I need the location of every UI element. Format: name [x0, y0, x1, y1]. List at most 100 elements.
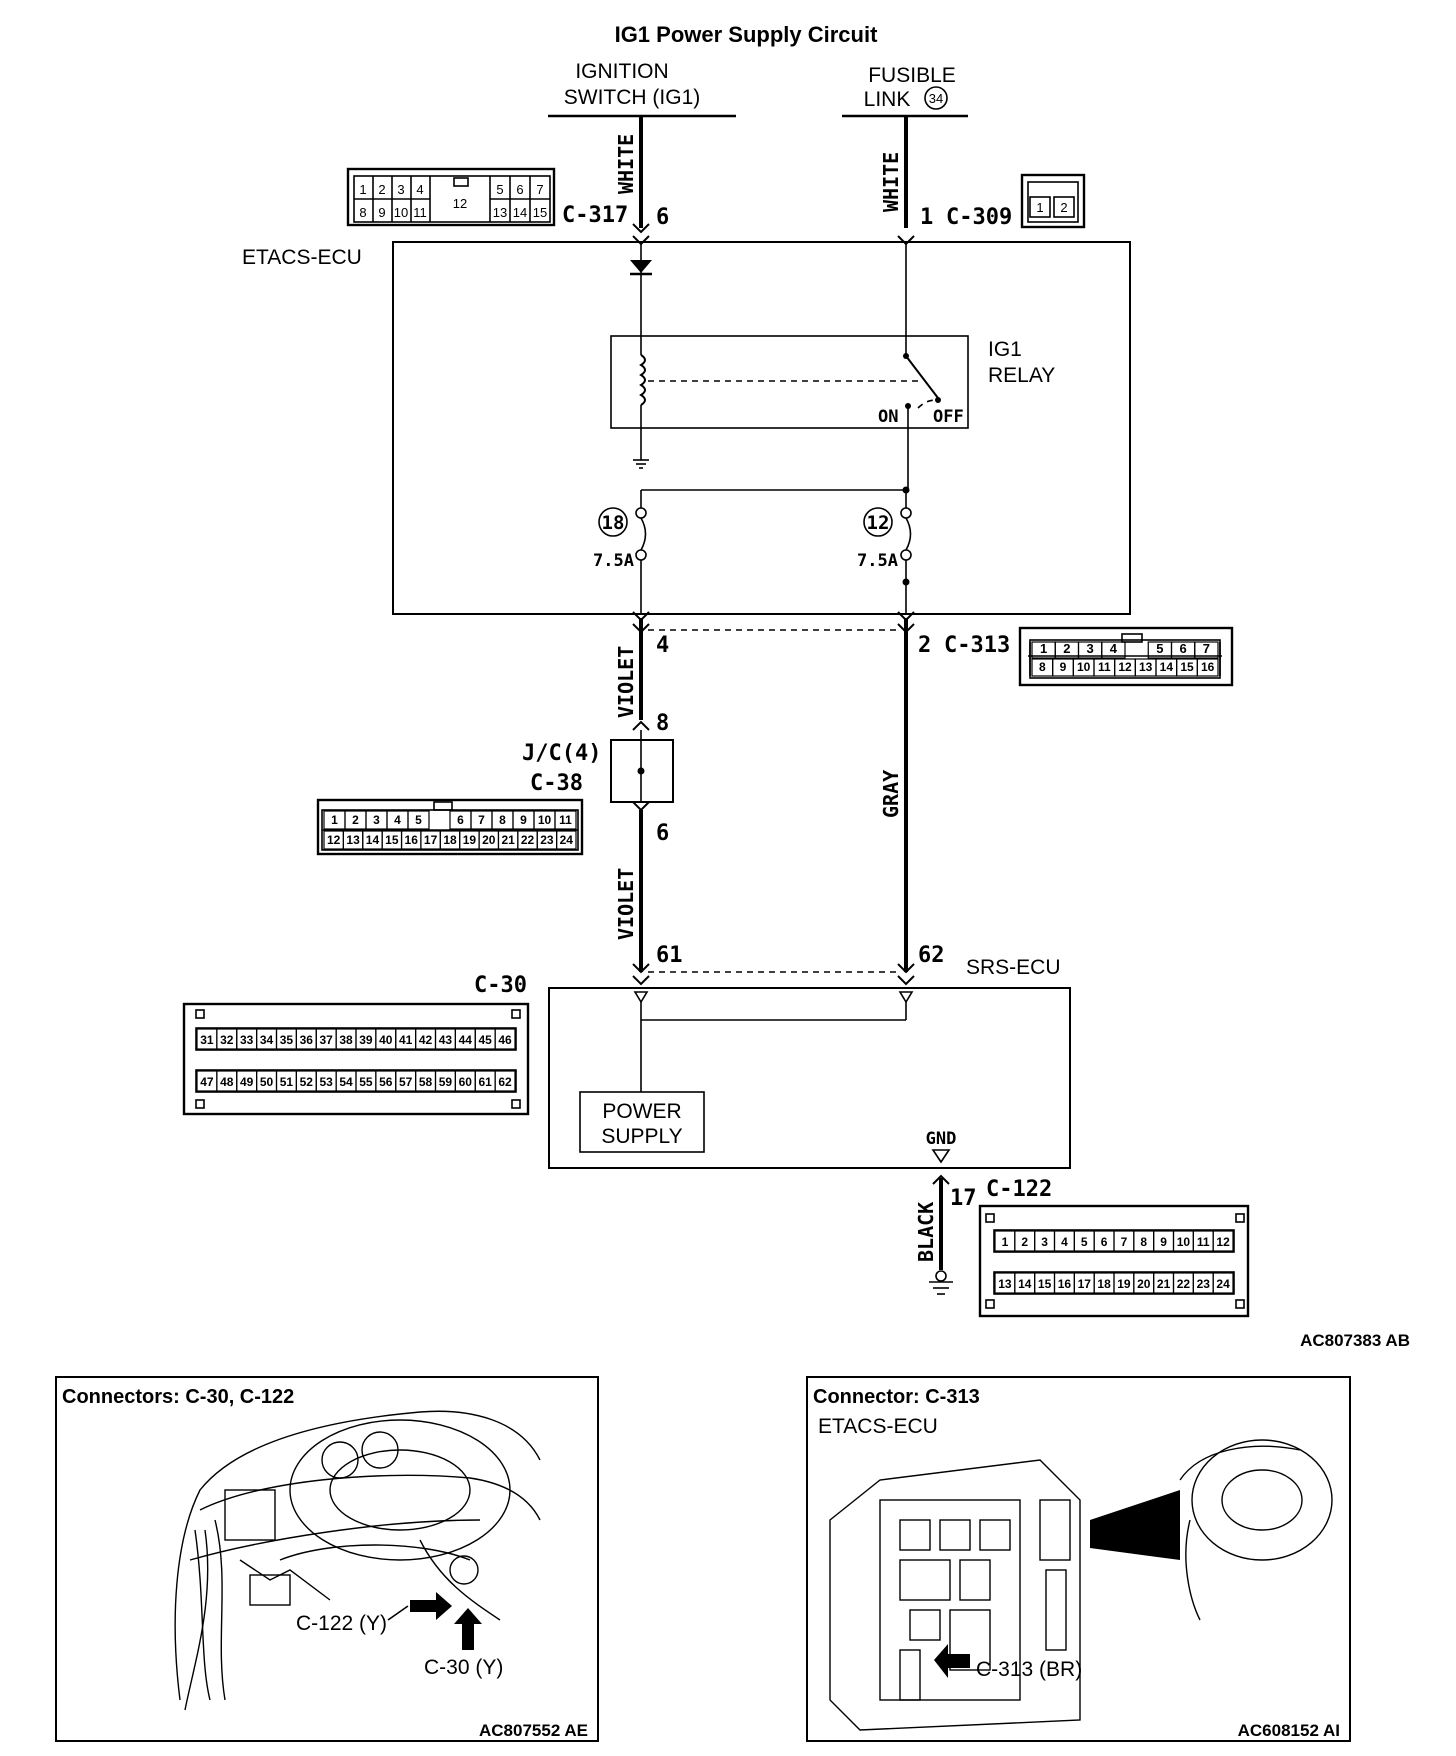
c30-pin-51: 51: [280, 1075, 294, 1089]
c122-pin-19: 19: [1117, 1277, 1131, 1291]
fuse-right-rating: 7.5A: [857, 551, 898, 571]
fuse-left-number: 18: [602, 512, 625, 534]
c313-pin-8: 8: [1039, 660, 1046, 674]
c30-pin-36: 36: [300, 1033, 314, 1047]
c317-center-12: 12: [453, 196, 467, 211]
fusible-label-2: LINK: [864, 88, 911, 111]
c122-pin-10: 10: [1177, 1235, 1191, 1249]
c38-pin-1: 1: [331, 813, 338, 827]
c38-pin-23: 23: [540, 833, 554, 847]
junction-connector: [610, 739, 674, 803]
c38-pin-20: 20: [482, 833, 496, 847]
panel-right-subtitle: ETACS-ECU: [818, 1415, 938, 1438]
connector-c317: 1 2 3 4 5 6 7 8 9 10 11 12 13 14 15: [346, 167, 556, 227]
c38-pin-17: 17: [424, 833, 438, 847]
panel-left-code: AC807552 AE: [479, 1721, 588, 1740]
c30-cell: [494, 1028, 516, 1050]
c313-pin-14: 14: [1160, 660, 1174, 674]
srs-ecu-label: SRS-ECU: [966, 956, 1061, 979]
c313-pin-11: 11: [1098, 660, 1111, 674]
c317-pin: 6: [656, 205, 669, 230]
c30-pin-35: 35: [280, 1033, 294, 1047]
c30-pin-46: 46: [498, 1033, 512, 1047]
c38-pin-12: 12: [327, 833, 341, 847]
panel-right-title: Connector: C-313: [813, 1386, 980, 1408]
c309-label: C-309: [946, 205, 1012, 230]
c30-label: C-30: [474, 973, 527, 998]
c122-pin-17: 17: [1078, 1277, 1092, 1291]
fuse-right-number: 12: [867, 512, 890, 534]
c38-pin-8: 8: [499, 813, 506, 827]
jc-name: J/C(4): [522, 741, 601, 766]
jc-c38: C-38: [530, 771, 583, 796]
c313-cell: [1101, 641, 1126, 659]
fuse-left-rating: 7.5A: [593, 551, 634, 571]
c317-r1-1: 1: [359, 182, 366, 197]
c122-pin-14: 14: [1018, 1277, 1032, 1291]
connector-c38: [316, 798, 584, 856]
c30-pin-45: 45: [479, 1033, 493, 1047]
c313-pin-6: 6: [1180, 641, 1187, 656]
c313-pin-right: 2: [918, 633, 931, 658]
fuse-area: [598, 486, 912, 614]
jc-pin-top: 8: [656, 711, 669, 736]
c30-pin-37: 37: [320, 1033, 334, 1047]
srs-ecu-box: [548, 987, 1071, 1169]
c30-pin-52: 52: [300, 1075, 314, 1089]
panel-left-callout-c30: C-30 (Y): [424, 1656, 503, 1679]
c30-pin-55: 55: [359, 1075, 373, 1089]
wire-color-violet-top: VIOLET: [614, 646, 638, 718]
ig1-relay-box: [610, 335, 969, 429]
c313-pin-12: 12: [1118, 660, 1132, 674]
c38-pin-14: 14: [366, 833, 380, 847]
c313-pin-left: 4: [656, 633, 669, 658]
gnd-label: GND: [926, 1129, 957, 1149]
panel-left-title: Connectors: C-30, C-122: [62, 1386, 294, 1408]
c30-pin-40: 40: [379, 1033, 393, 1047]
c30-pin-42: 42: [419, 1033, 433, 1047]
wire-color-violet-bottom: VIOLET: [614, 868, 638, 940]
c317-r1-3: 3: [397, 182, 404, 197]
c122-pin-4: 4: [1061, 1235, 1068, 1249]
location-panel-right: [806, 1376, 1351, 1742]
fusible-link-source: FUSIBLE LINK 34: [842, 64, 968, 118]
diagram-code: AC807383 AB: [1300, 1331, 1410, 1350]
c122-pin-5: 5: [1081, 1235, 1088, 1249]
c38-pin-3: 3: [373, 813, 380, 827]
c30-pin-32: 32: [220, 1033, 234, 1047]
c38-pin-6: 6: [457, 813, 464, 827]
c38-pin-15: 15: [385, 833, 399, 847]
c38-pin-10: 10: [538, 813, 552, 827]
relay-label-2: RELAY: [988, 364, 1055, 387]
c38-pin-9: 9: [520, 813, 527, 827]
c122-pin-20: 20: [1137, 1277, 1151, 1291]
c38-pin-21: 21: [501, 833, 515, 847]
wire-color-black: BLACK: [914, 1202, 938, 1262]
c317-r1-7: 7: [536, 182, 543, 197]
etacs-label: ETACS-ECU: [242, 246, 362, 269]
c122-pin-16: 16: [1058, 1277, 1072, 1291]
c317-r2-13: 13: [493, 205, 507, 220]
c30-pin-49: 49: [240, 1075, 254, 1089]
wire-color-white-right: WHITE: [879, 152, 903, 212]
c122-pin-24: 24: [1216, 1277, 1230, 1291]
panel-right-callout-c313: C-313 (BR): [976, 1658, 1082, 1681]
c122-pin-23: 23: [1197, 1277, 1211, 1291]
c30-pin-56: 56: [379, 1075, 393, 1089]
c317-r2-10: 10: [394, 205, 408, 220]
c30-pin-59: 59: [439, 1075, 453, 1089]
c313-pin-5: 5: [1156, 641, 1163, 656]
c122-pin-12: 12: [1216, 1235, 1230, 1249]
relay-on: ON: [878, 407, 898, 427]
c30-pin-62: 62: [498, 1075, 512, 1089]
etacs-internal: [630, 244, 941, 490]
c122-pin-18: 18: [1097, 1277, 1111, 1291]
c317-r1-5: 5: [496, 182, 503, 197]
c38-pin-13: 13: [346, 833, 360, 847]
c38-pin-18: 18: [443, 833, 457, 847]
srs-internal: [633, 991, 951, 1164]
c313-pin-15: 15: [1180, 660, 1194, 674]
c30-pin-47: 47: [200, 1075, 214, 1089]
